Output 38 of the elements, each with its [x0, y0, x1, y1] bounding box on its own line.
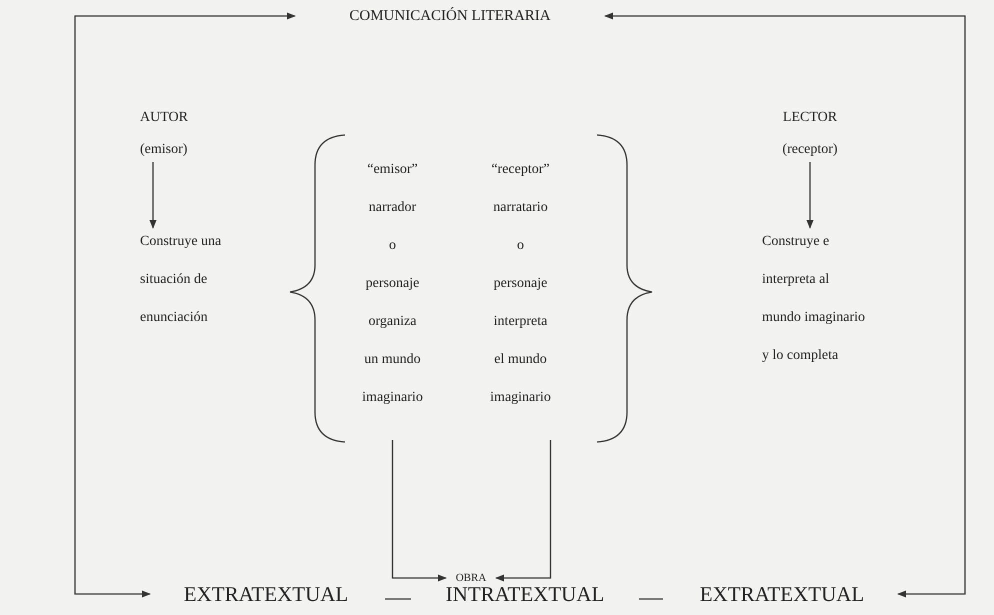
role-label: AUTOR: [140, 109, 188, 127]
role-label: (receptor): [782, 141, 838, 159]
column-line: imaginario: [362, 389, 423, 407]
column-line: personaje: [366, 275, 420, 293]
column-line: interpreta: [494, 313, 548, 331]
description-line: Construye una: [140, 233, 222, 251]
column-line: narrador: [368, 199, 416, 217]
connector-line: [385, 598, 411, 600]
arrow: [806, 162, 814, 229]
column-line: “emisor”: [367, 161, 418, 179]
column-line: un mundo: [364, 351, 421, 369]
column-line: personaje: [494, 275, 548, 293]
level-label: INTRATEXTUAL: [446, 584, 604, 604]
column-line: el mundo: [494, 351, 547, 369]
column-line: organiza: [368, 313, 416, 331]
level-label: EXTRATEXTUAL: [184, 584, 348, 604]
level-label: EXTRATEXTUAL: [700, 584, 864, 604]
column-line: o: [517, 237, 524, 255]
column-line: imaginario: [490, 389, 551, 407]
description-line: mundo imaginario: [762, 309, 866, 327]
arrow: [149, 162, 157, 229]
column-line: “receptor”: [491, 161, 550, 179]
connector-line: [639, 598, 663, 600]
description-line: enunciación: [140, 309, 208, 327]
arrow: [74, 12, 296, 598]
role-label: (emisor): [140, 141, 188, 159]
description-line: situación de: [140, 271, 208, 289]
arrow: [392, 440, 447, 582]
description-line: y lo completa: [762, 347, 838, 365]
description-line: Construye e: [762, 233, 830, 251]
column-line: o: [389, 237, 396, 255]
title-text: COMUNICACIÓN LITERARIA: [349, 6, 551, 26]
arrow: [604, 12, 966, 598]
description-line: interpreta al: [762, 271, 830, 289]
column-line: narratario: [493, 199, 548, 217]
role-label: LECTOR: [782, 109, 838, 127]
work-label: OBRA: [456, 571, 486, 586]
arrow: [495, 440, 552, 582]
